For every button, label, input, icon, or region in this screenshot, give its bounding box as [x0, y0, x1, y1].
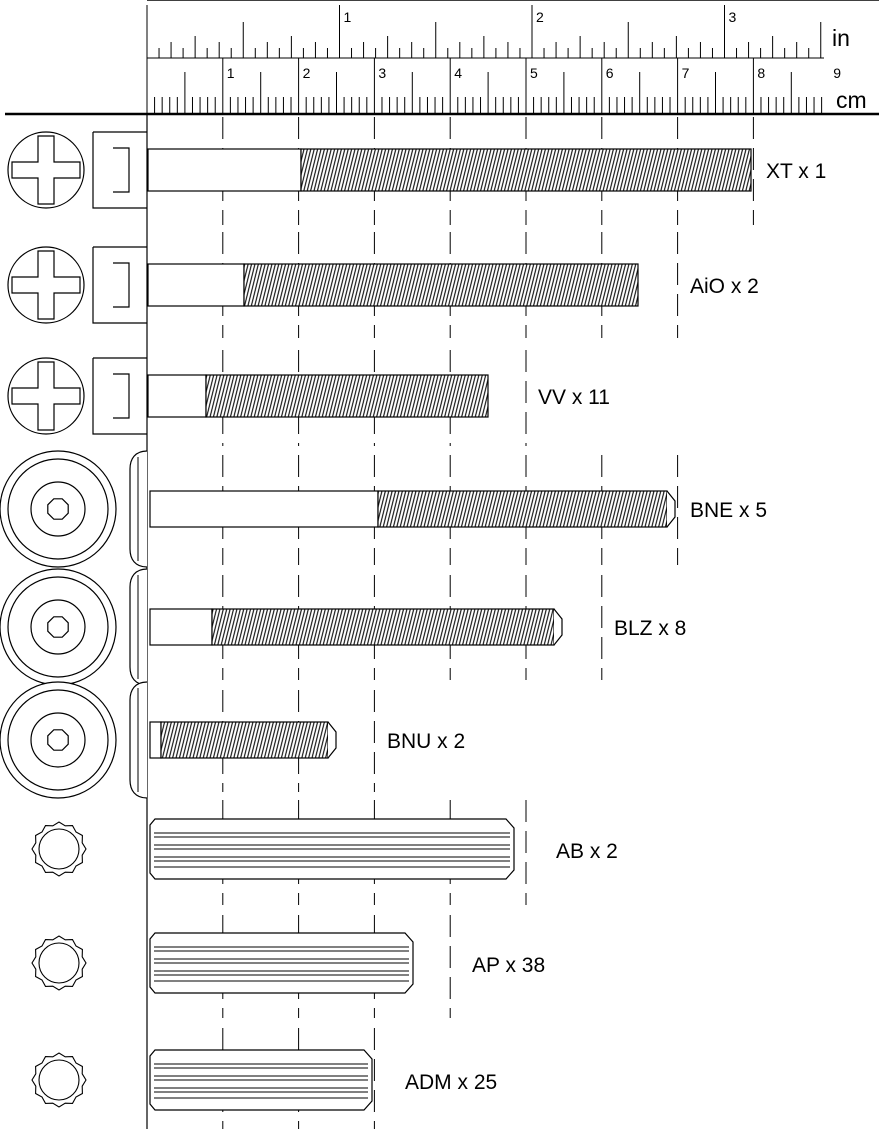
- part-aio: AiO x 2: [7, 246, 759, 324]
- ruler: 1 2 3 1 2 3 4 5 6 7 8 9 in cm: [5, 0, 879, 116]
- part-ab: AB x 2: [31, 818, 618, 880]
- screw-head-side-icon: [92, 357, 147, 435]
- dowel-end-icon: [31, 1052, 87, 1108]
- part-label: VV x 11: [538, 386, 610, 409]
- cm-scale: 1 2 3 4 5 6 7 8 9: [154, 58, 841, 114]
- dowel-end-icon: [31, 935, 87, 991]
- dowel-end-icon: [31, 821, 87, 877]
- bolt-tip: [666, 490, 676, 528]
- cm-tick-label: 1: [227, 65, 235, 81]
- cm-tick-label: 2: [303, 65, 311, 81]
- screw-thread: [300, 148, 752, 192]
- hex-socket-icon: [47, 616, 69, 638]
- dowel-end-inner: [38, 1059, 80, 1101]
- bolt-thread: [160, 721, 329, 759]
- bolt-thread: [211, 608, 555, 646]
- phillips-cross-icon: [11, 135, 81, 205]
- bolt-tip: [553, 608, 563, 646]
- bolt-head-recess: [30, 599, 86, 655]
- part-label: AP x 38: [472, 954, 545, 977]
- inch-unit-label: in: [832, 25, 850, 51]
- dowel-end-inner: [38, 942, 80, 984]
- part-vv: VV x 11: [7, 357, 610, 435]
- cm-unit-label: cm: [836, 87, 867, 113]
- cm-tick-label: 4: [454, 65, 462, 81]
- inch-tick-label: 2: [536, 9, 544, 25]
- screw-shank: [147, 374, 207, 418]
- cm-tick-label: 3: [378, 65, 386, 81]
- dowel-end-inner: [38, 828, 80, 870]
- inch-scale: 1 2 3: [158, 5, 822, 58]
- bolt-head-inner: [7, 689, 109, 791]
- part-label: BLZ x 8: [614, 617, 686, 640]
- phillips-cross-icon: [11, 361, 81, 431]
- phillips-cross-icon: [11, 250, 81, 320]
- screw-head-side-icon: [92, 131, 147, 209]
- bolt-head-recess: [30, 481, 86, 537]
- inch-tick-label: 1: [344, 9, 352, 25]
- screw-shank: [147, 148, 302, 192]
- inch-tick-label: 3: [729, 9, 737, 25]
- part-label: AB x 2: [556, 840, 618, 863]
- parts-list: XT x 1 AiO x 2 VV x 11 BNE x 5 BLZ x 8 BNU x …: [0, 131, 826, 1111]
- hex-socket-icon: [47, 498, 69, 520]
- cm-tick-label: 5: [530, 65, 538, 81]
- screw-shank: [147, 263, 245, 307]
- screw-thread: [205, 374, 489, 418]
- bolt-tip: [327, 721, 337, 759]
- part-ap: AP x 38: [31, 932, 545, 994]
- bolt-shank: [149, 721, 162, 759]
- screw-head-side-icon: [92, 246, 147, 324]
- part-label: BNE x 5: [690, 499, 767, 522]
- bolt-head-inner: [7, 576, 109, 678]
- part-label: AiO x 2: [690, 275, 759, 298]
- hex-socket-icon: [47, 729, 69, 751]
- bolt-shank: [149, 490, 379, 528]
- bolt-head-recess: [30, 712, 86, 768]
- cm-tick-label: 7: [682, 65, 690, 81]
- bolt-thread: [377, 490, 668, 528]
- part-bne: BNE x 5: [0, 450, 767, 568]
- part-label: ADM x 25: [405, 1071, 497, 1094]
- cm-tick-label: 8: [757, 65, 765, 81]
- bolt-head-inner: [7, 458, 109, 560]
- cm-tick-label: 6: [606, 65, 614, 81]
- part-xt: XT x 1: [7, 131, 826, 209]
- part-label: XT x 1: [766, 160, 826, 183]
- part-label: BNU x 2: [387, 730, 465, 753]
- cm-tick-label: 9: [833, 65, 841, 81]
- screw-thread: [243, 263, 639, 307]
- part-adm: ADM x 25: [31, 1049, 497, 1111]
- part-bnu: BNU x 2: [0, 681, 465, 799]
- bolt-shank: [149, 608, 213, 646]
- part-blz: BLZ x 8: [0, 568, 686, 686]
